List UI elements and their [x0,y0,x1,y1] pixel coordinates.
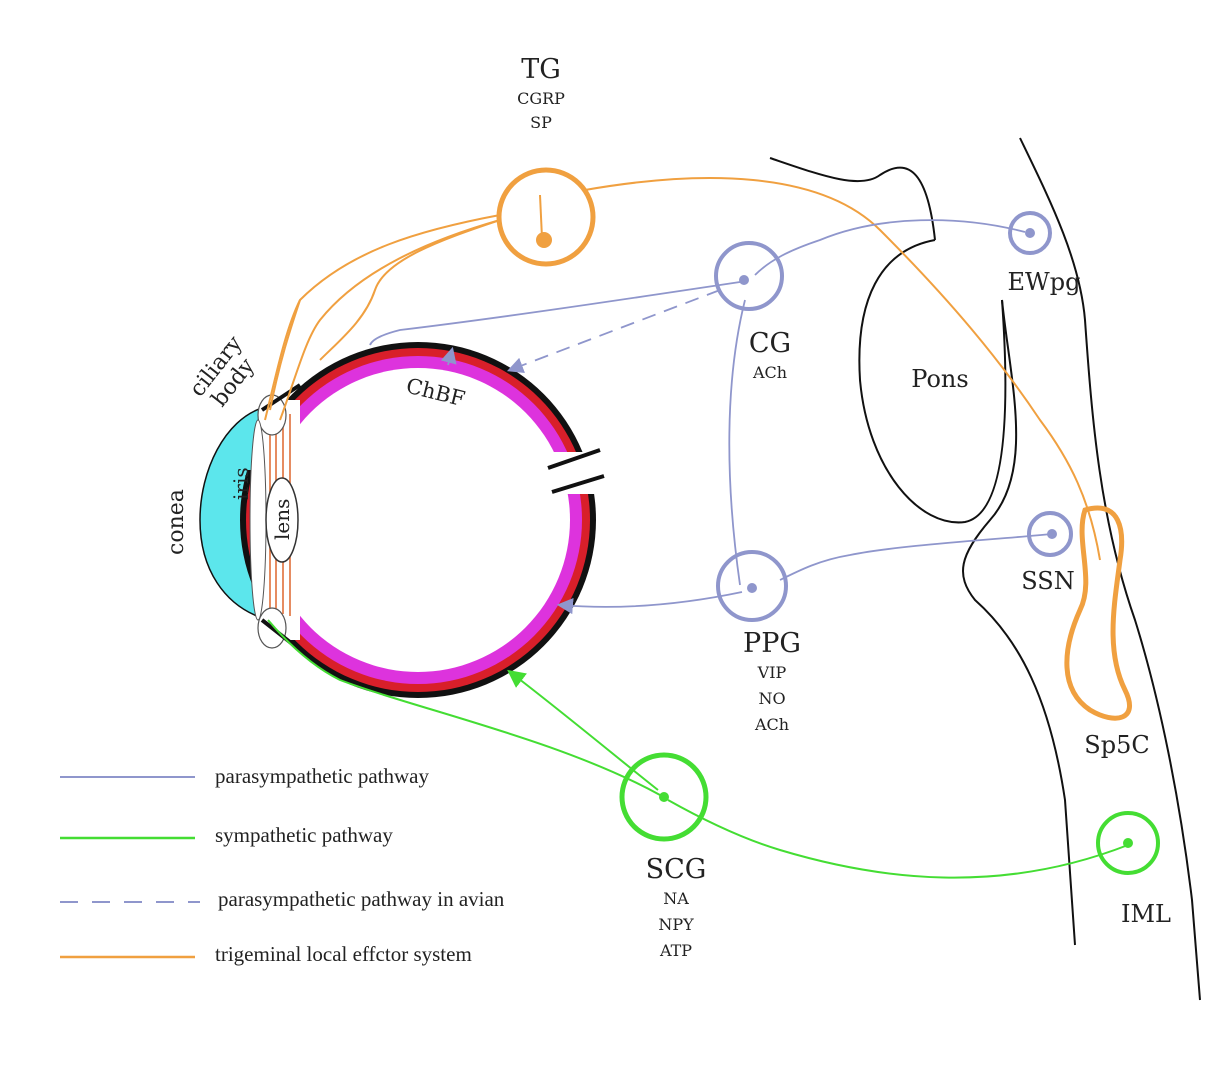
sp5c-nucleus [1064,505,1132,721]
iris-label: iris [229,467,253,500]
medulla-right-outline [1019,137,1201,1001]
iml-label: IML [1121,900,1171,928]
ssn-label: SSN [1021,567,1074,595]
parasympathetic-pathway [369,219,1053,615]
medulla-left-outline [962,299,1076,946]
tg-labels: TG CGRP SP [517,54,565,132]
brainstem-outline [769,137,1201,1001]
ssn-nucleus [1027,511,1073,557]
cg-labels: CG ACh [749,328,791,382]
tg-label: TG [521,54,561,85]
scg-labels: SCG NA NPY ATP [646,854,707,960]
tg-ganglion [496,167,596,267]
cg-ganglion [714,241,784,311]
ppg-sub-ach: ACh [754,715,789,734]
ppg-ganglion [716,550,788,622]
sp5c-label: Sp5C [1084,731,1149,759]
cornea-label: conea [164,489,189,555]
legend-item-sympathetic: sympathetic pathway [215,823,393,847]
lens [265,477,299,563]
ewpg-label: EWpg [1008,268,1081,296]
legend-item-parasympathetic: parasympathetic pathway [215,764,429,788]
trigeminal-pathway [264,177,1101,561]
legend-item-avian: parasympathetic pathway in avian [218,887,505,911]
eyeball [199,342,605,698]
scg-ganglion [619,752,709,842]
scg-sub-npy: NPY [658,915,694,934]
vitreous [266,368,570,672]
pons-outline [858,239,1007,524]
iris [249,419,267,621]
scg-label: SCG [646,854,707,885]
legend: parasympathetic pathway sympathetic path… [60,764,505,966]
cg-sub-ach: ACh [752,363,787,382]
scg-sub-atp: ATP [659,941,692,960]
pons-label: Pons [911,365,968,393]
ppg-sub-no: NO [758,689,785,708]
optic-nerve [547,448,605,494]
scg-sub-na: NA [663,889,689,908]
lens-label: lens [270,499,294,540]
ppg-labels: PPG VIP NO ACh [743,628,801,734]
tg-sub-cgrp: CGRP [517,89,565,108]
sympathetic-pathway [267,619,1129,879]
ewpg-nucleus [1008,211,1052,255]
midbrain-outline [769,157,936,241]
tg-sub-sp: SP [530,113,552,132]
ppg-sub-vip: VIP [757,663,787,682]
iml-nucleus [1096,811,1160,875]
ppg-label: PPG [743,628,801,659]
cg-label: CG [749,328,791,359]
legend-item-trigeminal: trigeminal local effctor system [215,942,472,966]
